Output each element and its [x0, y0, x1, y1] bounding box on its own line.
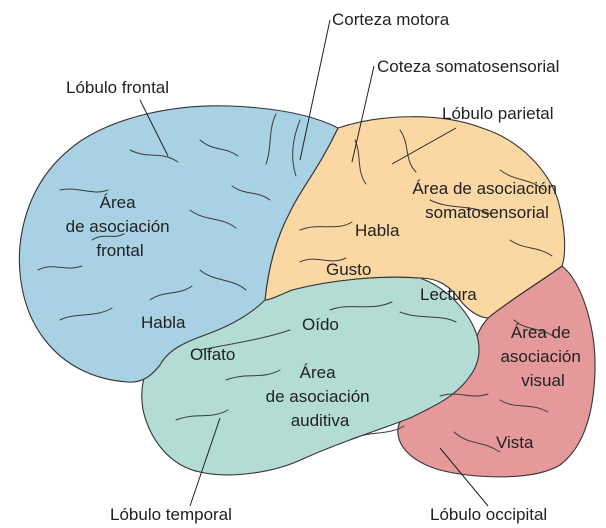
label-hearing: Oído [302, 315, 339, 334]
label-occipital-lobe: Lóbulo occipital [430, 505, 547, 524]
label-somatosensory-association: Área de asociación somatosensorial [412, 179, 561, 222]
label-parietal-lobe: Lóbulo parietal [442, 104, 554, 123]
label-reading: Lectura [420, 285, 477, 304]
label-taste: Gusto [326, 260, 371, 279]
callout-leaders [139, 19, 489, 507]
label-speech-frontal: Habla [141, 313, 186, 332]
label-temporal-lobe: Lóbulo temporal [110, 505, 232, 524]
label-speech-parietal: Habla [355, 221, 400, 240]
label-frontal-lobe: Lóbulo frontal [66, 78, 169, 97]
label-frontal-association: Área de asociación frontal [66, 193, 175, 260]
label-vision: Vista [496, 433, 534, 452]
label-auditory-association: Área de asociación auditiva [266, 363, 375, 430]
label-somatosensory-cortex: Coteza somatosensorial [377, 57, 559, 76]
label-visual-association: Área de asociación visual [500, 323, 585, 390]
occipital-lobe-region [397, 265, 596, 478]
label-smell: Olfato [190, 345, 235, 364]
label-motor-cortex: Corteza motora [332, 10, 450, 29]
gyri-lines [37, 113, 557, 453]
